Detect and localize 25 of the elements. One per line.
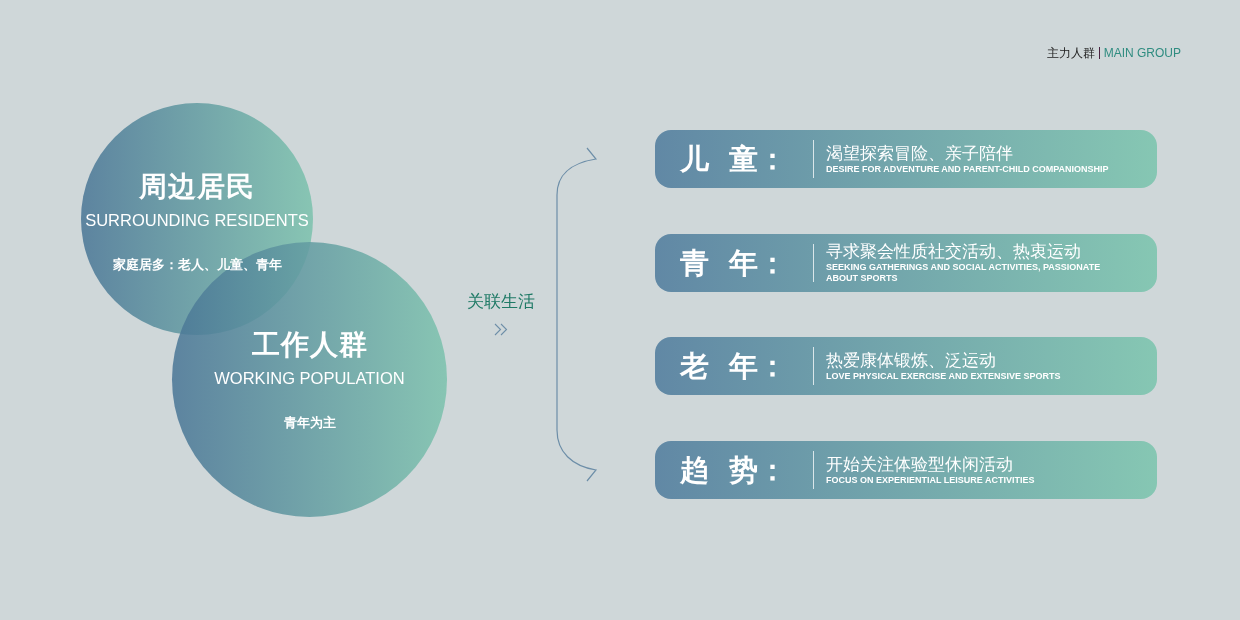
category-label: 青 年： bbox=[678, 246, 787, 280]
category-description: 寻求聚会性质社交活动、热衷运动 bbox=[826, 242, 1082, 262]
page-title: 主力人群 bbox=[1046, 45, 1095, 61]
category-description: 开始关注体验型休闲活动 bbox=[826, 454, 1014, 475]
category-description-english: LOVE PHYSICAL EXERCISE AND EXTENSIVE SPORTS bbox=[826, 370, 1062, 382]
category-description-english: FOCUS ON EXPERIENTIAL LEISURE ACTIVITIES bbox=[826, 474, 1036, 486]
circle-subheading: SURROUNDING RESIDENTS bbox=[85, 210, 309, 230]
category-pill bbox=[655, 441, 1157, 499]
category-description: 热爱康体锻炼、泛运动 bbox=[826, 350, 997, 371]
category-label: 趋 势： bbox=[678, 453, 787, 487]
circle-heading: 周边居民 bbox=[139, 170, 255, 204]
category-label: 老 年： bbox=[678, 349, 787, 383]
circle-note: 家庭居多：老人、儿童、青年 bbox=[112, 257, 282, 273]
category-label: 儿 童： bbox=[678, 142, 787, 176]
relation-label: 关联生活 bbox=[467, 292, 535, 312]
category-pill bbox=[655, 337, 1157, 395]
category-description: 渴望探索冒险、亲子陪伴 bbox=[826, 143, 1014, 164]
circle-subheading: WORKING POPULATION bbox=[214, 368, 405, 388]
category-description-english: SEEKING GATHERINGS AND SOCIAL ACTIVITIES, PASSIONATE ABOUT SPORTS bbox=[826, 262, 1102, 284]
category-pill bbox=[655, 130, 1157, 188]
page-title-english: MAIN GROUP bbox=[1103, 45, 1181, 61]
category-description-english: DESIRE FOR ADVENTURE AND PARENT-CHILD COMPANIONSHIP bbox=[826, 163, 1110, 175]
category-pill bbox=[655, 234, 1157, 292]
circle-heading: 工作人群 bbox=[251, 328, 368, 362]
circle-note: 青年为主 bbox=[283, 415, 336, 431]
